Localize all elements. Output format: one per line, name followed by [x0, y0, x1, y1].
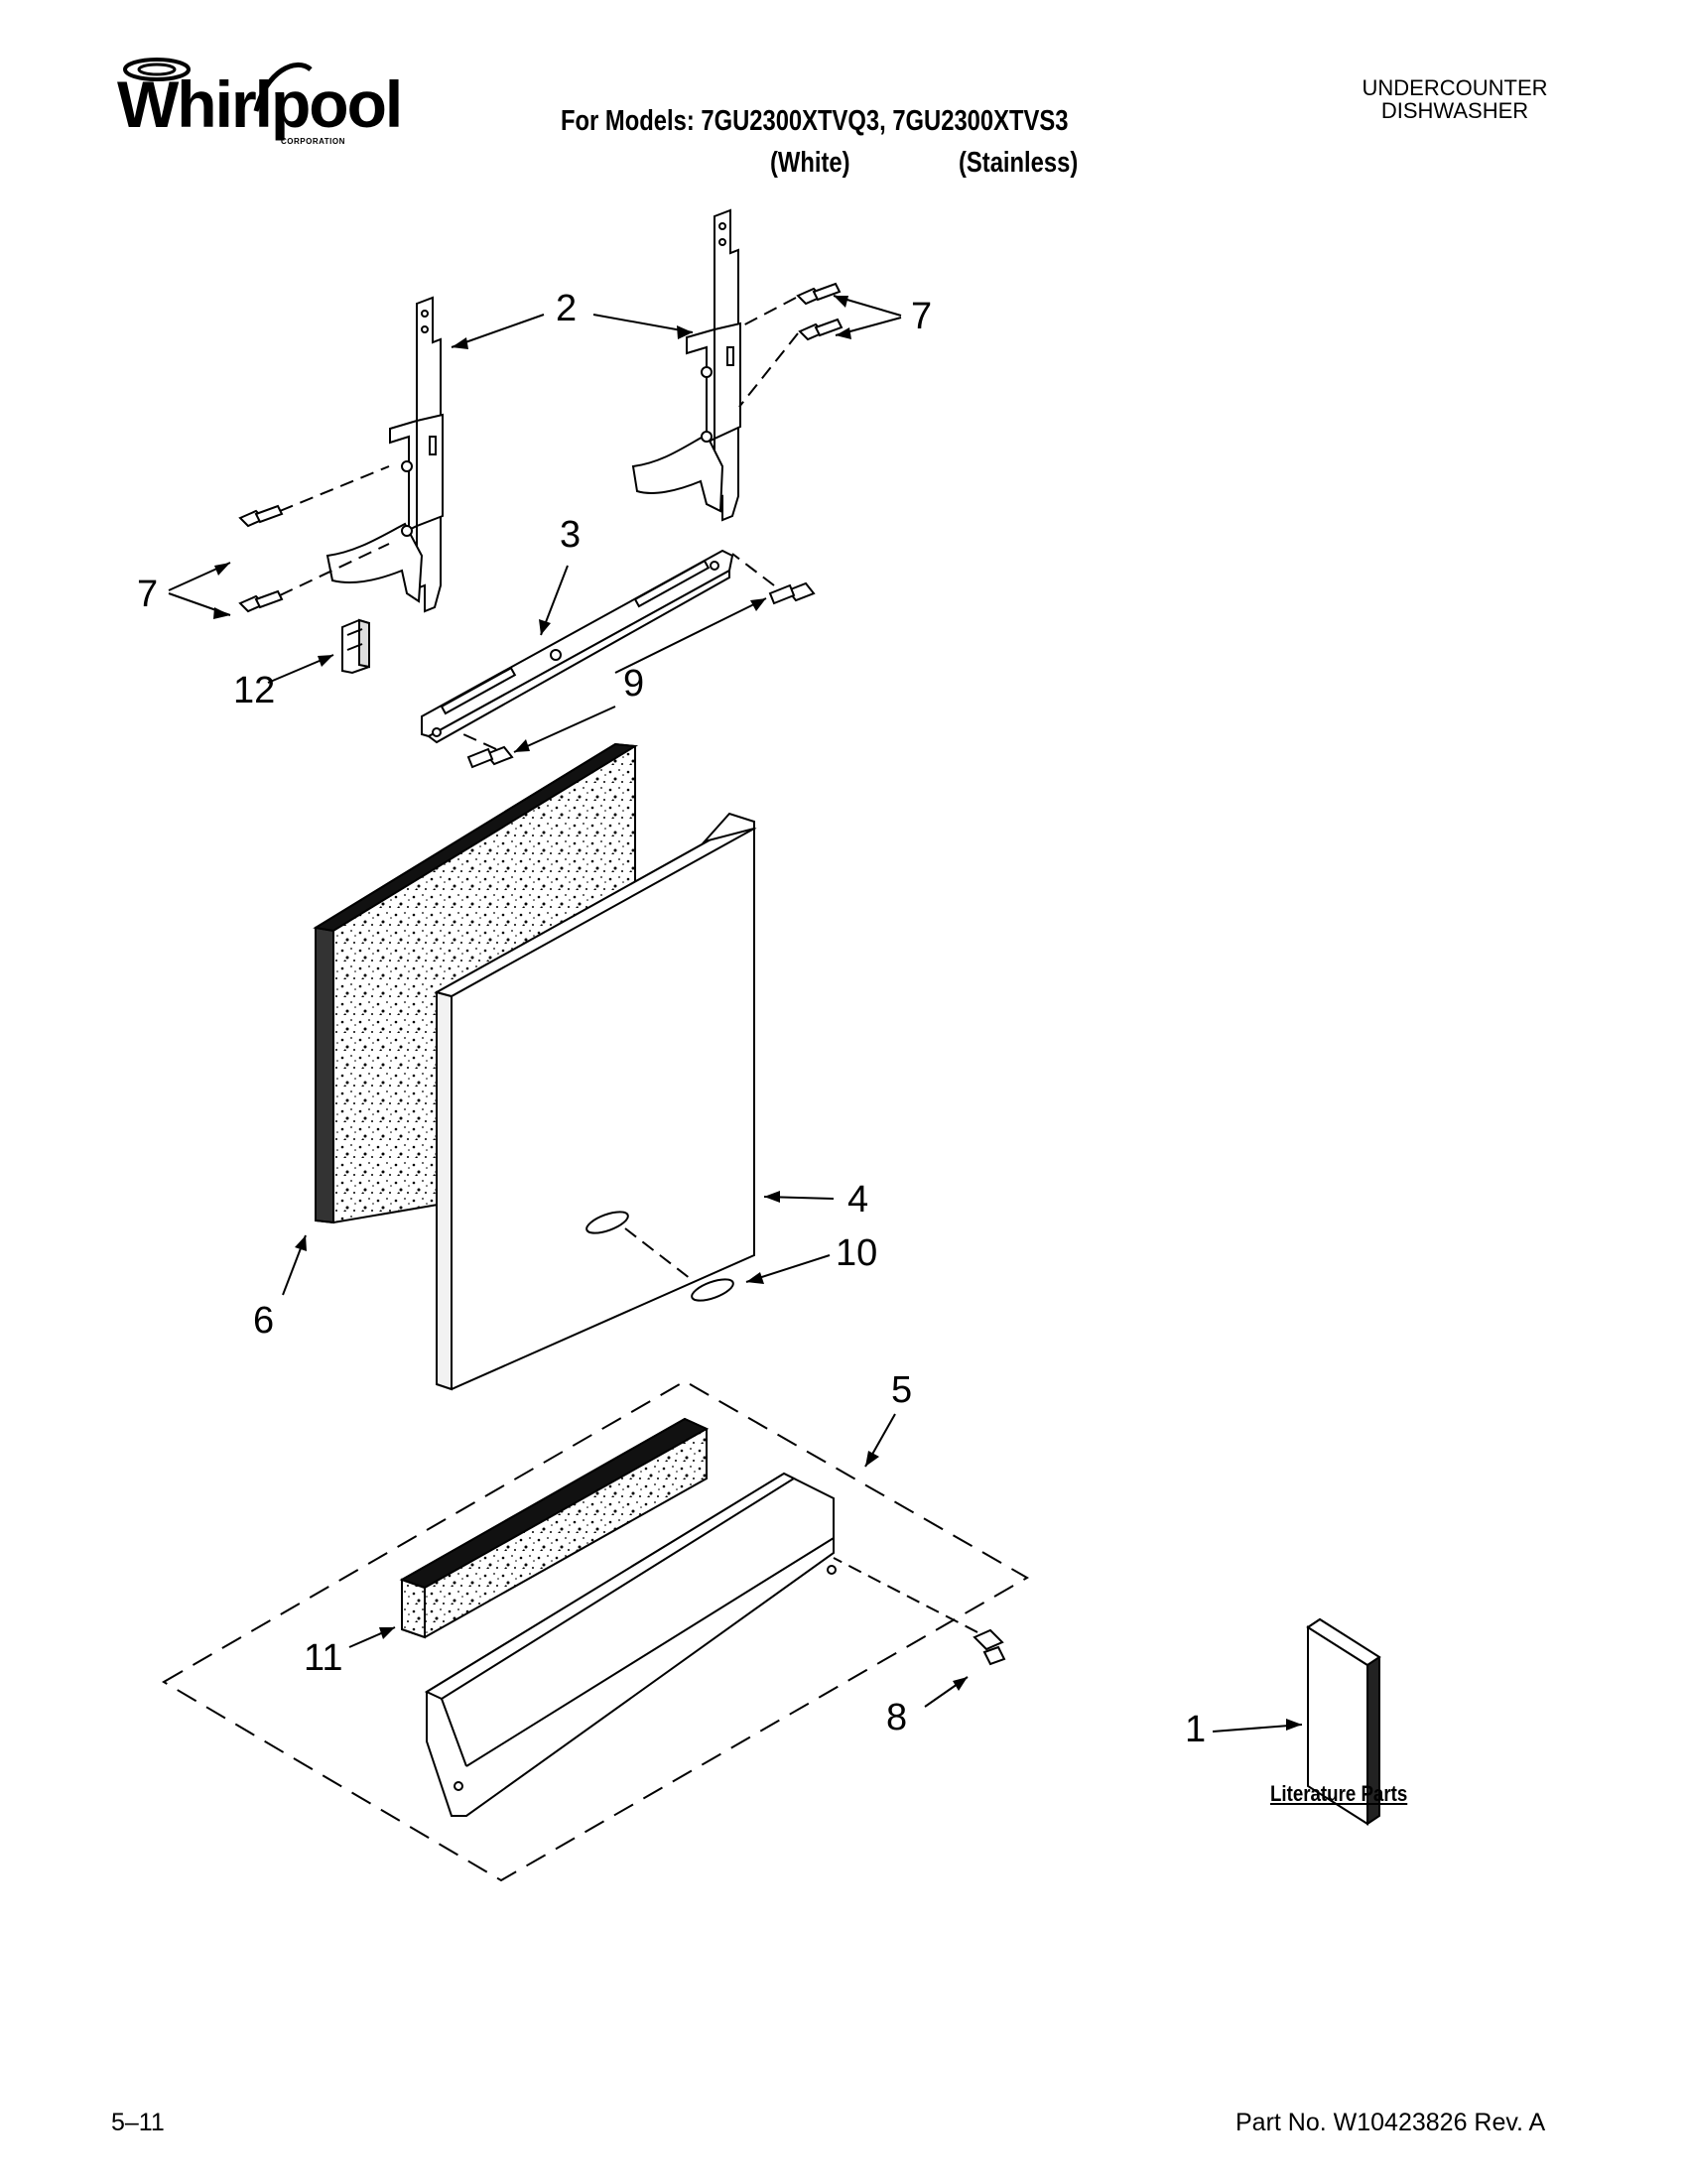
callout-12: 12: [233, 670, 276, 711]
logo-swoosh-icon: [123, 58, 313, 112]
literature-parts-label: Literature Parts: [1270, 1781, 1408, 1806]
callout-1: 1: [1185, 1709, 1207, 1750]
literature-book: [1306, 1617, 1381, 1826]
category-line-2: DISHWASHER: [1380, 98, 1529, 124]
callout-2: 2: [556, 288, 578, 329]
foam-strip: [399, 1417, 710, 1639]
brand-corporation: CORPORATION: [281, 137, 345, 146]
footer-part-number: Part No. W10423826 Rev. A: [1235, 2109, 1546, 2136]
hinge-screws: [238, 282, 1006, 1666]
door-panel: [434, 812, 757, 1391]
hinge-bracket-right: [631, 208, 741, 522]
door-clip: [341, 618, 370, 675]
variant-stainless: (Stainless): [959, 147, 1079, 179]
toekick-group-outline: [162, 1379, 1030, 1882]
callout-arrowheads: [213, 296, 1302, 1731]
brand-wordmark: Whirlpool: [117, 67, 403, 141]
category-line-1: UNDERCOUNTER: [1362, 75, 1548, 100]
callout-7-left: 7: [137, 574, 159, 615]
hinge-rail: [421, 549, 734, 744]
models-title: For Models: 7GU2300XTVQ3, 7GU2300XTVS3: [561, 105, 1069, 137]
callout-10: 10: [836, 1232, 878, 1274]
callout-3: 3: [560, 514, 582, 556]
callout-7-right: 7: [911, 296, 933, 337]
footer-date-code: 5–11: [111, 2109, 165, 2136]
callout-9: 9: [623, 663, 645, 705]
callout-8: 8: [886, 1697, 908, 1738]
category-label: UNDERCOUNTER DISHWASHER: [1336, 76, 1574, 122]
hinge-bracket-left: [325, 296, 444, 613]
callout-5: 5: [891, 1369, 913, 1411]
callout-11: 11: [304, 1637, 343, 1679]
callout-6: 6: [253, 1300, 275, 1342]
brand-logo: Whirlpool CORPORATION: [107, 52, 403, 151]
callout-4: 4: [847, 1179, 869, 1220]
toekick-panel: [424, 1472, 837, 1817]
badge-leader: [624, 1227, 696, 1283]
variant-white: (White): [770, 147, 850, 179]
